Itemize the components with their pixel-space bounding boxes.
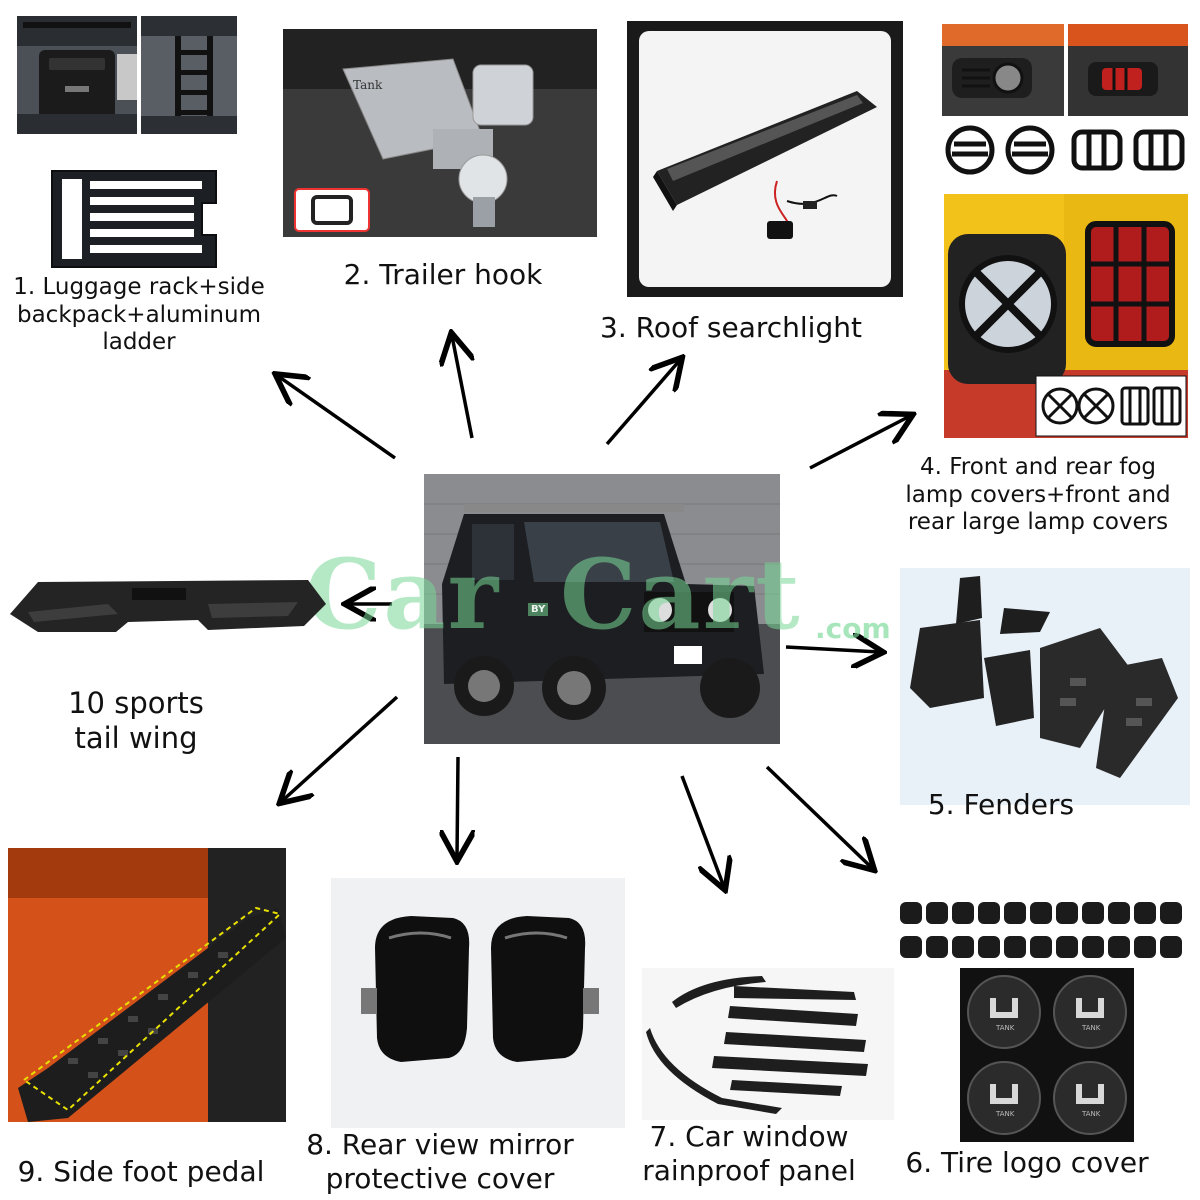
- label-item3: 3. Roof searchlight: [600, 311, 862, 344]
- photo-main-vehicle: [424, 474, 780, 744]
- photo-fog-lamp-rear: [1068, 24, 1188, 116]
- photo-fenders: [900, 568, 1190, 805]
- arrow-to-item6: [765, 765, 872, 868]
- ladder-drawing: [141, 16, 237, 134]
- photo-large-lamp-covers: [944, 194, 1188, 438]
- arrow-to-item2: [452, 336, 472, 439]
- foot-pedal-drawing: [8, 848, 286, 1122]
- luggage-rear-drawing: [17, 16, 137, 134]
- label-item2: 2. Trailer hook: [343, 258, 543, 291]
- vehicle-drawing: [424, 474, 780, 744]
- arrow-to-item5: [785, 647, 880, 652]
- label-item6: 6. Tire logo cover: [905, 1146, 1149, 1179]
- luggage-rack-image: [48, 167, 220, 271]
- hook-brand-text: Tank: [353, 78, 383, 92]
- label-item7: 7. Car window rainproof panel: [642, 1120, 856, 1187]
- lamp-covers-small-drawing: [945, 125, 1185, 175]
- photo-luggage-rack-rear: [17, 16, 137, 134]
- arrow-to-item1: [278, 376, 397, 460]
- arrow-to-item9: [282, 695, 399, 801]
- label-item10: 10 sports tail wing: [68, 686, 204, 755]
- logo-text-2: TANK: [1081, 1024, 1101, 1032]
- lamp-cover-set-small: [944, 124, 1192, 176]
- lug-nuts-drawing: [900, 902, 1182, 958]
- watermark-brand2: Cart: [560, 538, 802, 651]
- tire-logos-drawing: TANK TANK TANK TANK: [960, 968, 1134, 1142]
- logo-text-4: TANK: [1081, 1110, 1101, 1118]
- photo-roof-searchlight: [627, 21, 903, 297]
- label-item1: 1. Luggage rack+side backpack+aluminum l…: [13, 274, 265, 356]
- fenders-drawing: [900, 568, 1190, 805]
- label-item4: 4. Front and rear fog lamp covers+front …: [905, 454, 1171, 536]
- photo-mirror-covers: [331, 878, 625, 1128]
- label-item9: 9. Side foot pedal: [17, 1155, 265, 1188]
- label-item8: 8. Rear view mirror protective cover: [306, 1128, 574, 1195]
- tail-wing-drawing: [10, 580, 326, 632]
- fog-front-drawing: [942, 24, 1064, 116]
- arrow-to-item3: [605, 360, 680, 446]
- watermark-by: BY: [528, 603, 549, 616]
- logo-text-3: TANK: [995, 1110, 1015, 1118]
- luggage-rack-drawing: [51, 170, 217, 268]
- arrow-to-item7: [680, 775, 724, 887]
- logo-text-1: TANK: [995, 1024, 1015, 1032]
- arrow-to-item4: [809, 416, 910, 470]
- photo-window-rain-visors: [642, 968, 894, 1120]
- trailer-hook-drawing: Tank: [283, 29, 597, 237]
- photo-side-foot-pedal: [8, 848, 286, 1122]
- mirror-covers-drawing: [331, 878, 625, 1128]
- fog-rear-drawing: [1068, 24, 1188, 116]
- photo-trailer-hook: Tank: [283, 29, 597, 237]
- photo-luggage-rack-ladder: [141, 16, 237, 134]
- large-lamp-drawing: [944, 194, 1188, 438]
- lug-nut-covers: [896, 898, 1196, 968]
- photo-fog-lamp-front: [942, 24, 1064, 116]
- photo-tire-logo-covers: TANK TANK TANK TANK: [960, 968, 1134, 1142]
- visors-drawing: [642, 968, 894, 1120]
- label-item5: 5. Fenders: [927, 788, 1075, 821]
- tail-wing-image: [8, 574, 328, 646]
- searchlight-drawing: [627, 21, 903, 297]
- watermark-brand: Car: [305, 538, 501, 651]
- arrow-to-item8: [457, 756, 458, 858]
- watermark-tld: .com: [815, 612, 891, 645]
